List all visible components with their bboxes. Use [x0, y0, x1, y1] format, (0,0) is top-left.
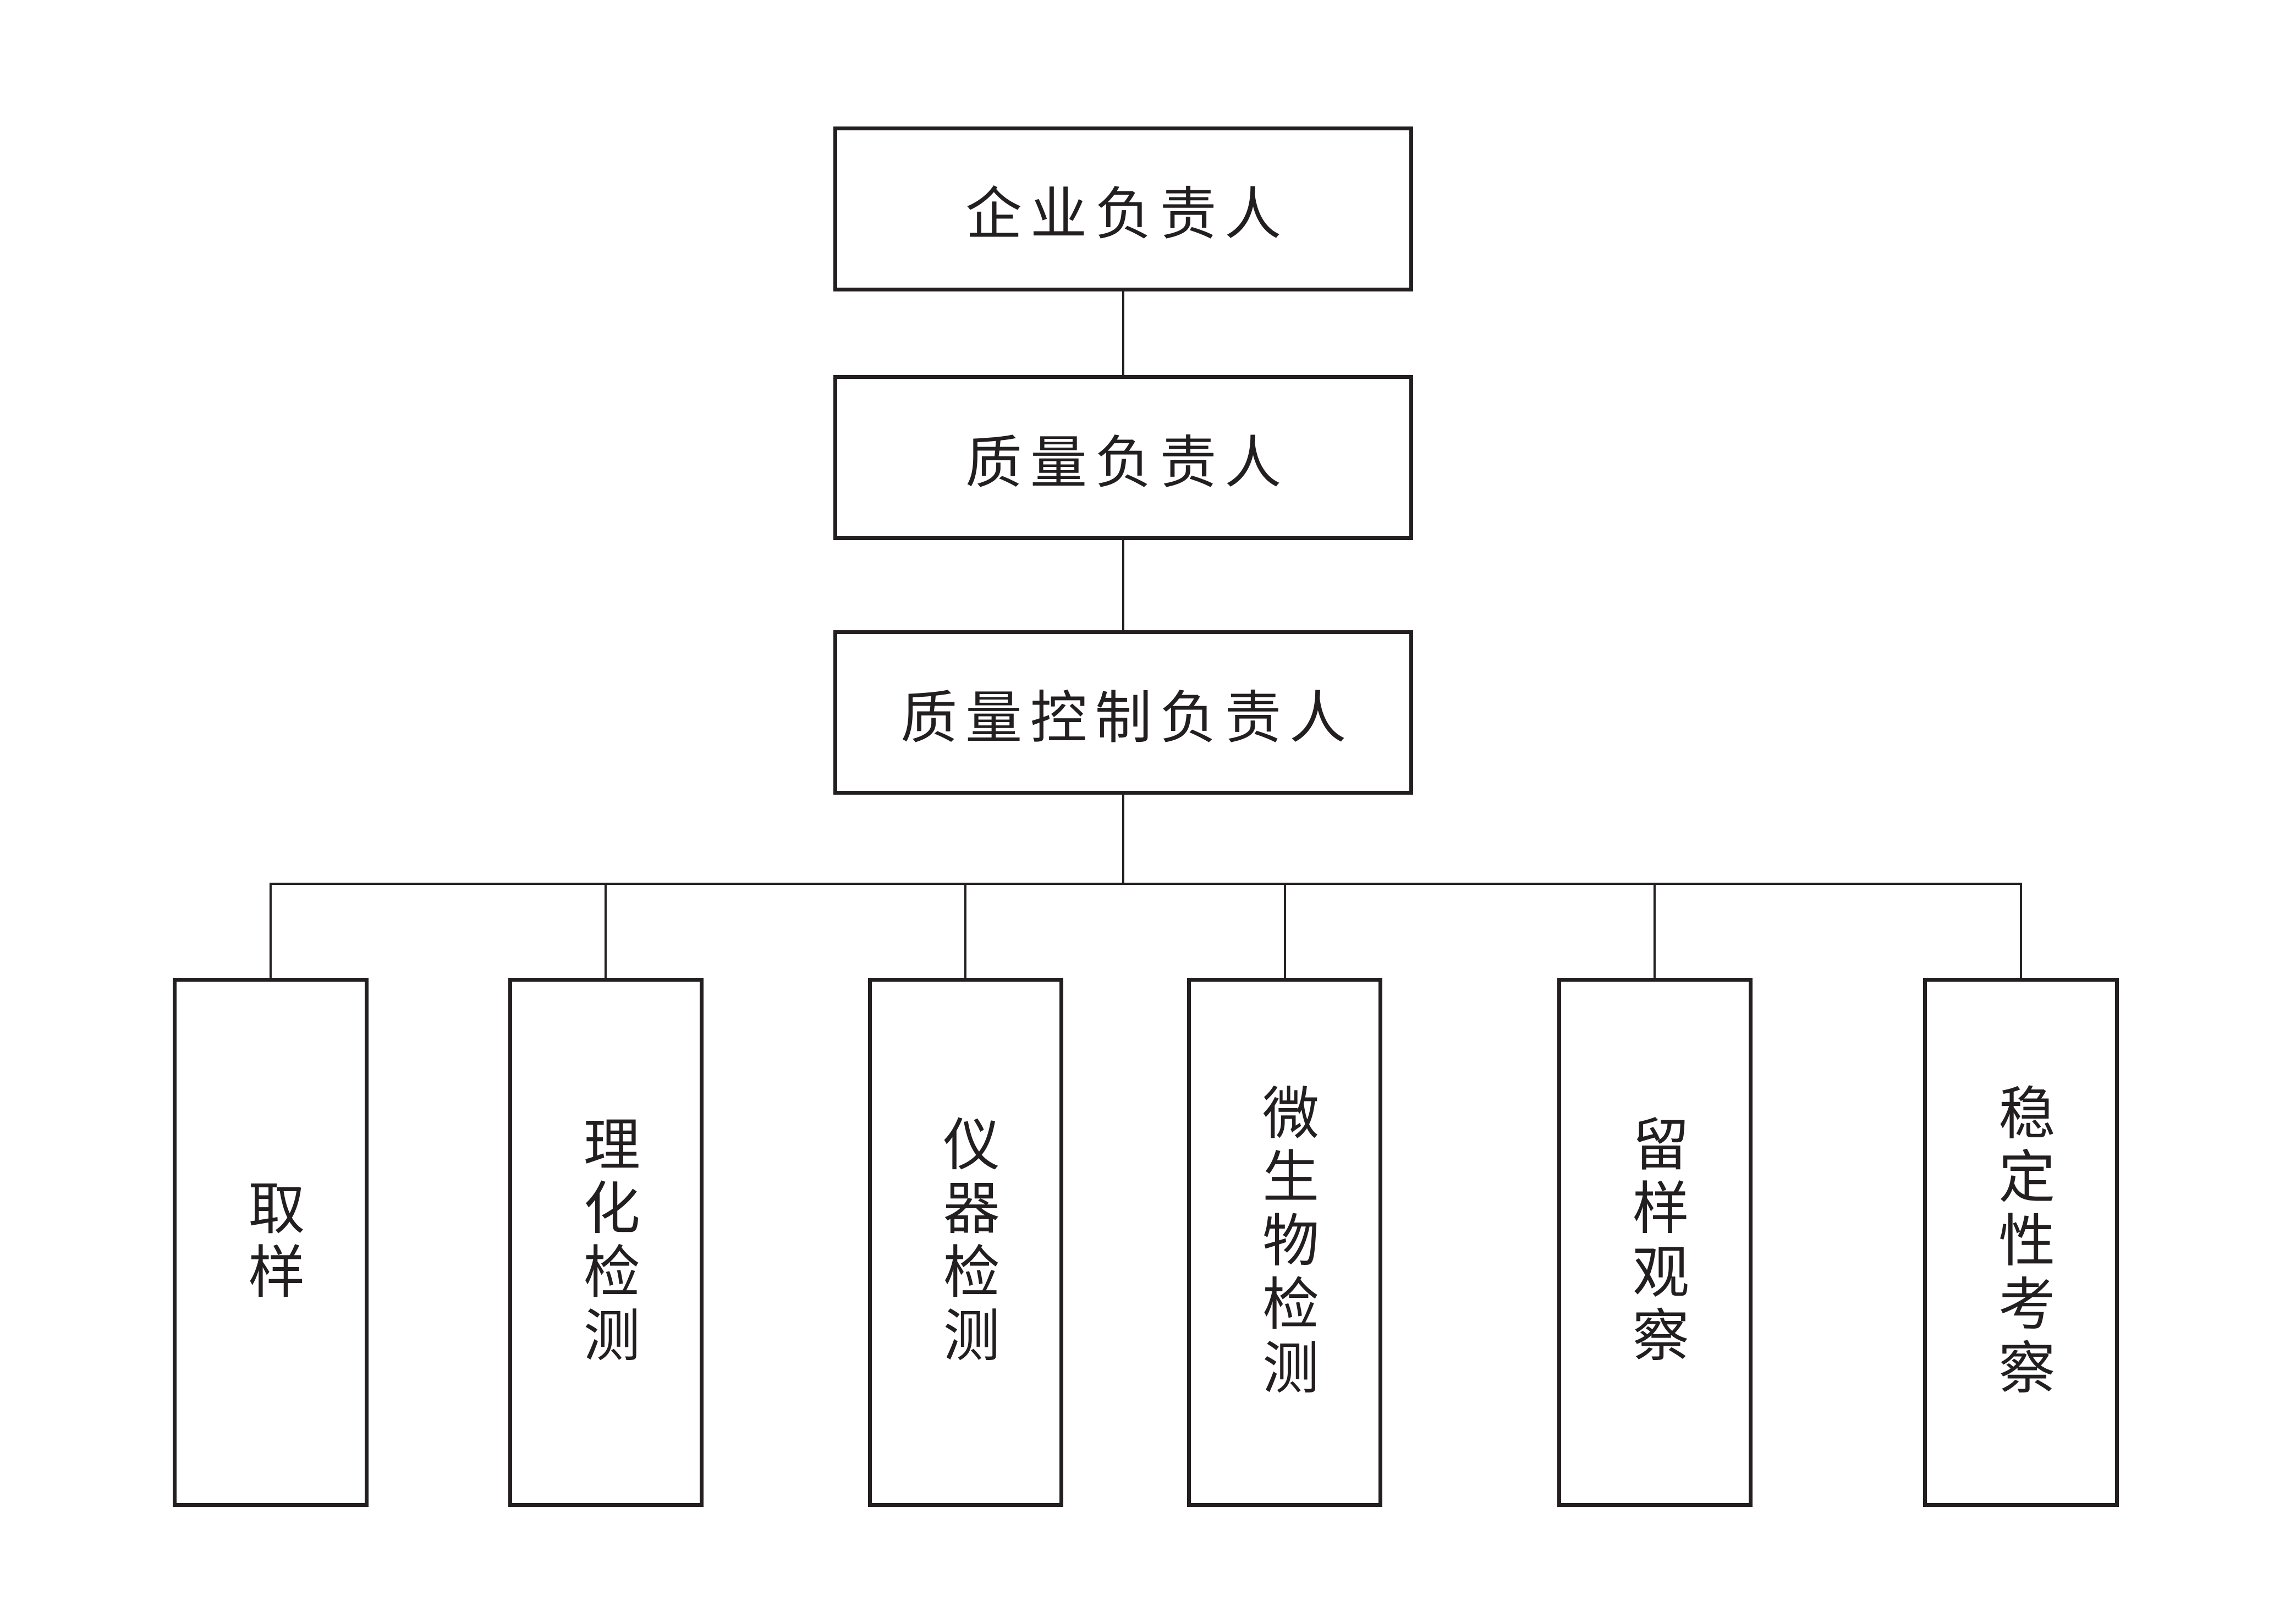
node-quality-head: 质量负责人 — [833, 375, 1414, 540]
node-microbio-testing-label: 微生物检测 — [1253, 1083, 1316, 1402]
node-physchem-testing-label: 理化检测 — [574, 1115, 638, 1370]
connector-stub-stability-study — [2019, 882, 2022, 982]
node-quality-head-label: 质量负责人 — [965, 432, 1289, 495]
connector-stub-retained-sample-observation — [1654, 882, 1656, 982]
connector-quality-to-qc — [1122, 536, 1125, 634]
node-sampling-label: 取样 — [239, 1179, 302, 1306]
connector-stub-instrument-testing — [964, 882, 967, 982]
connector-enterprise-to-quality — [1122, 289, 1125, 379]
connector-qc-to-trunk — [1122, 791, 1125, 885]
node-stability-study-label: 稳定性考察 — [1989, 1083, 2052, 1402]
connector-stub-sampling — [269, 882, 272, 982]
node-instrument-testing: 仪器检测 — [867, 977, 1064, 1507]
node-qc-head: 质量控制负责人 — [833, 630, 1414, 795]
node-enterprise-head-label: 企业负责人 — [965, 184, 1289, 247]
connector-stub-microbio-testing — [1283, 882, 1286, 982]
node-microbio-testing: 微生物检测 — [1187, 977, 1383, 1507]
node-sampling: 取样 — [173, 977, 369, 1507]
node-qc-head-label: 质量控制负责人 — [900, 687, 1354, 750]
connector-trunk — [270, 882, 2021, 885]
node-retained-sample-observation: 留样观察 — [1557, 977, 1753, 1507]
node-instrument-testing-label: 仪器检测 — [934, 1115, 997, 1370]
node-physchem-testing: 理化检测 — [508, 977, 704, 1507]
node-enterprise-head: 企业负责人 — [833, 126, 1414, 292]
node-stability-study: 稳定性考察 — [1923, 977, 2119, 1507]
connector-stub-physchem-testing — [605, 882, 607, 982]
node-retained-sample-observation-label: 留样观察 — [1623, 1115, 1687, 1370]
